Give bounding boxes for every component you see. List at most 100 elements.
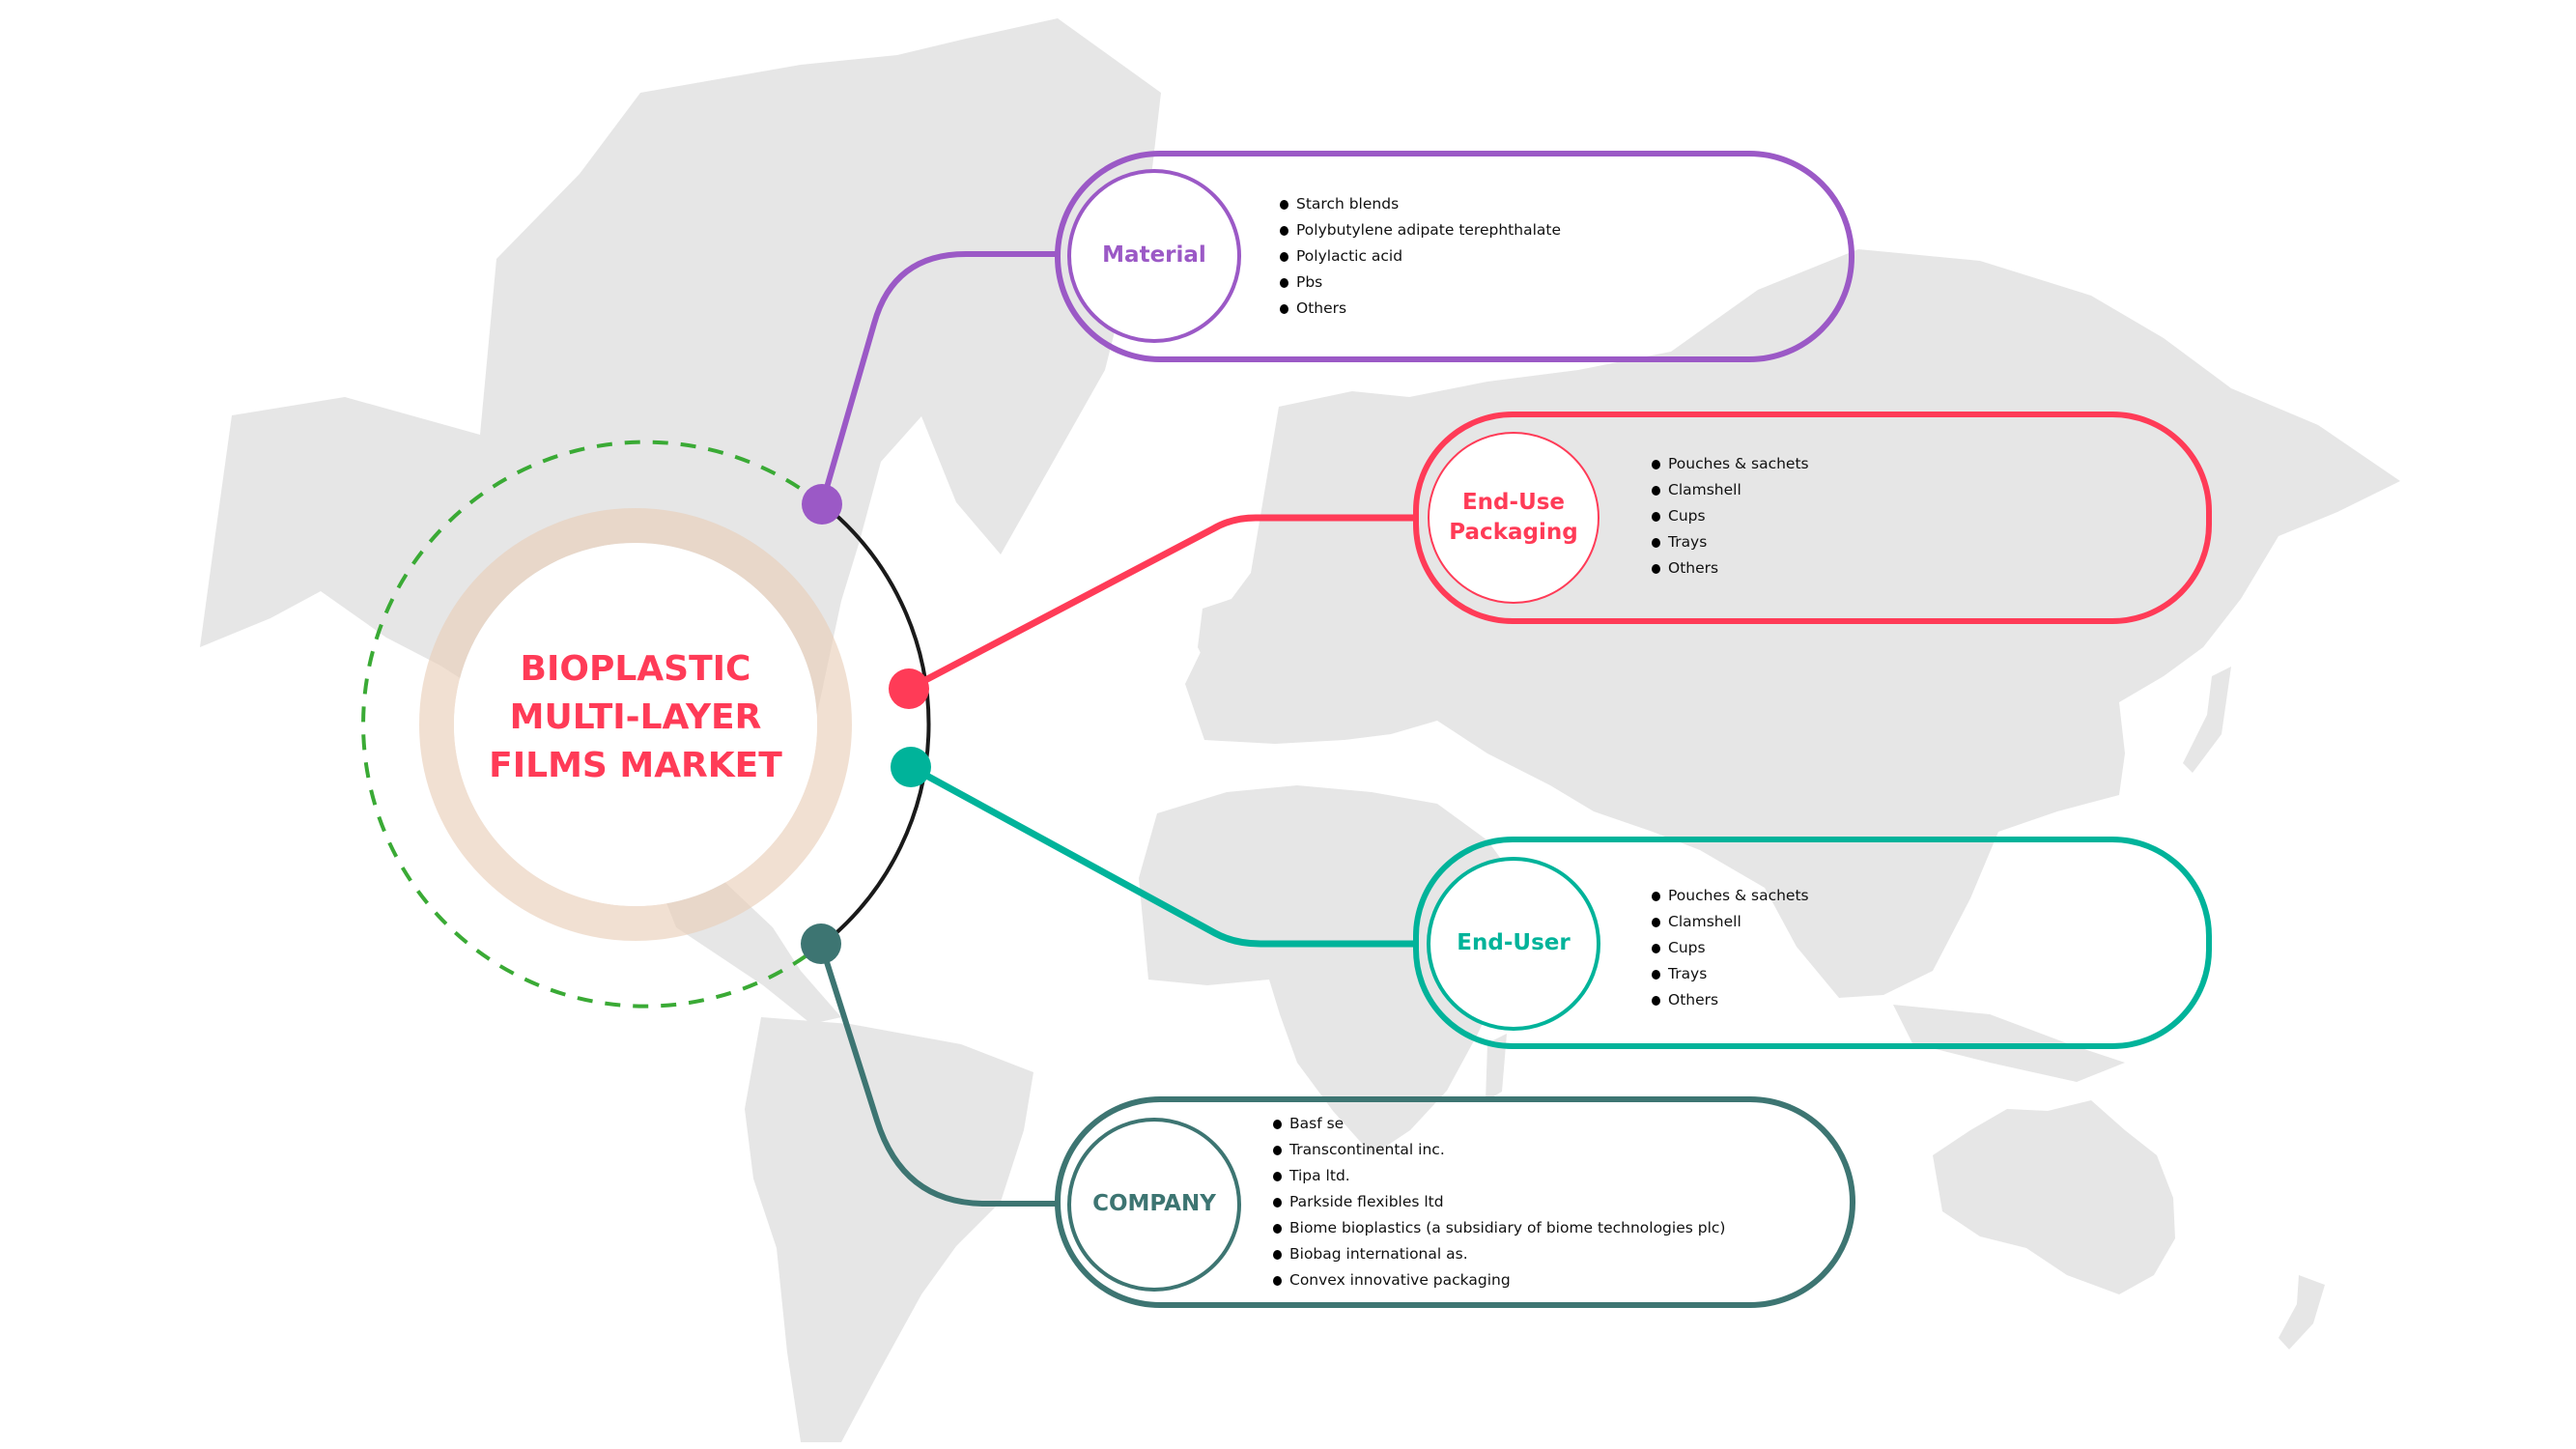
list-item: Transcontinental inc. (1273, 1137, 1725, 1163)
list-item: Clamshell (1652, 477, 1809, 503)
bullet-icon (1652, 918, 1660, 927)
list-item-text: Others (1668, 559, 1719, 577)
bullet-icon (1652, 460, 1660, 469)
list-item: Cups (1652, 935, 1809, 961)
bullet-icon (1273, 1224, 1282, 1234)
bullet-icon (1280, 226, 1288, 236)
segment-box-end-user[interactable] (1413, 837, 2212, 1049)
list-item-text: Biobag international as. (1289, 1245, 1468, 1263)
hub-core (454, 543, 817, 906)
segment-label-text: End-User (1457, 930, 1571, 955)
list-item: Starch blends (1280, 191, 1561, 217)
list-item-text: Tipa ltd. (1289, 1167, 1350, 1184)
segment-label-company: COMPANY (1069, 1189, 1239, 1219)
segment-list-end-use-packaging: Pouches & sachets Clamshell Cups Trays O… (1652, 451, 1809, 582)
connector-company (818, 943, 1058, 1207)
segment-list-end-user: Pouches & sachets Clamshell Cups Trays O… (1652, 883, 1809, 1013)
map-australia (1933, 1100, 2175, 1294)
bullet-icon (1280, 200, 1288, 210)
bullet-icon (1280, 278, 1288, 288)
list-item: Cups (1652, 503, 1809, 529)
hub-title-line-3: FILMS MARKET (489, 746, 782, 785)
list-item-text: Cups (1668, 939, 1706, 956)
list-item-text: Polybutylene adipate terephthalate (1296, 221, 1561, 239)
list-item-text: Transcontinental inc. (1289, 1141, 1445, 1158)
node-dot-end-use-packaging[interactable] (889, 668, 929, 709)
list-item-text: Cups (1668, 507, 1706, 525)
hub-title-line-1: BIOPLASTIC (520, 649, 751, 689)
list-item: Parkside flexibles ltd (1273, 1189, 1725, 1215)
list-item: Basf se (1273, 1111, 1725, 1137)
list-item: Clamshell (1652, 909, 1809, 935)
list-item-text: Trays (1668, 533, 1708, 551)
segment-box-end-use-packaging[interactable] (1413, 412, 2212, 624)
bullet-icon (1280, 252, 1288, 262)
map-south-america (745, 1017, 1033, 1442)
list-item: Pbs (1280, 270, 1561, 296)
bullet-icon (1273, 1172, 1282, 1181)
list-item-text: Polylactic acid (1296, 247, 1403, 265)
label-circle-company (1067, 1118, 1241, 1292)
bullet-icon (1273, 1250, 1282, 1260)
bullet-icon (1280, 304, 1288, 314)
bullet-icon (1273, 1146, 1282, 1155)
list-item: Biobag international as. (1273, 1241, 1725, 1267)
segment-list-material: Starch blends Polybutylene adipate terep… (1280, 191, 1561, 322)
connector-material (819, 251, 1058, 505)
segment-label-end-user: End-User (1429, 928, 1599, 958)
segment-box-company[interactable] (1055, 1096, 1855, 1308)
node-dot-material[interactable] (802, 484, 842, 525)
list-item: Convex innovative packaging (1273, 1267, 1725, 1293)
map-africa (1139, 785, 1522, 1155)
label-circle-material (1067, 169, 1241, 343)
list-item: Pouches & sachets (1652, 451, 1809, 477)
segment-label-text-line-1: End-Use (1461, 490, 1566, 515)
segment-label-end-use-packaging: End-Use Packaging (1429, 488, 1599, 548)
list-item-text: Clamshell (1668, 913, 1741, 930)
bullet-icon (1652, 512, 1660, 522)
segment-label-material: Material (1069, 241, 1239, 270)
bullet-icon (1652, 970, 1660, 980)
list-item-text: Others (1296, 299, 1347, 317)
bullet-icon (1273, 1198, 1282, 1208)
list-item-text: Biome bioplastics (a subsidiary of biome… (1289, 1219, 1726, 1236)
bullet-icon (1652, 996, 1660, 1006)
segment-list-company: Basf se Transcontinental inc. Tipa ltd. … (1273, 1111, 1725, 1293)
node-dot-company[interactable] (801, 923, 841, 964)
list-item: Tipa ltd. (1273, 1163, 1725, 1189)
list-item-text: Pouches & sachets (1668, 455, 1809, 472)
segment-label-text-line-2: Packaging (1449, 520, 1578, 545)
segment-label-text: COMPANY (1092, 1191, 1216, 1216)
list-item: Polybutylene adipate terephthalate (1280, 217, 1561, 243)
list-item-text: Basf se (1289, 1115, 1345, 1132)
hub-title: BIOPLASTIC MULTI-LAYER FILMS MARKET (442, 645, 829, 790)
bullet-icon (1652, 944, 1660, 953)
list-item-text: Pouches & sachets (1668, 887, 1809, 904)
list-item: Polylactic acid (1280, 243, 1561, 270)
list-item: Others (1652, 555, 1809, 582)
list-item: Others (1280, 296, 1561, 322)
list-item-text: Starch blends (1296, 195, 1400, 213)
list-item-text: Parkside flexibles ltd (1289, 1193, 1444, 1210)
list-item: Trays (1652, 529, 1809, 555)
list-item: Others (1652, 987, 1809, 1013)
connector-end-user (909, 763, 1416, 948)
label-circle-end-user (1427, 857, 1600, 1031)
node-dot-end-user[interactable] (891, 747, 931, 787)
map-new-zealand (2279, 1275, 2325, 1350)
segment-box-material[interactable] (1055, 151, 1854, 362)
list-item-text: Pbs (1296, 273, 1323, 291)
bullet-icon (1652, 486, 1660, 496)
map-uk (1198, 599, 1236, 676)
map-japan (2183, 667, 2231, 773)
list-item: Trays (1652, 961, 1809, 987)
map-madagascar (1486, 1034, 1507, 1101)
list-item-text: Others (1668, 991, 1719, 1009)
list-item-text: Clamshell (1668, 481, 1741, 498)
dashed-orbit (361, 440, 824, 1009)
list-item: Biome bioplastics (a subsidiary of biome… (1273, 1215, 1725, 1241)
label-circle-end-use-packaging (1428, 432, 1599, 604)
bullet-icon (1652, 892, 1660, 901)
